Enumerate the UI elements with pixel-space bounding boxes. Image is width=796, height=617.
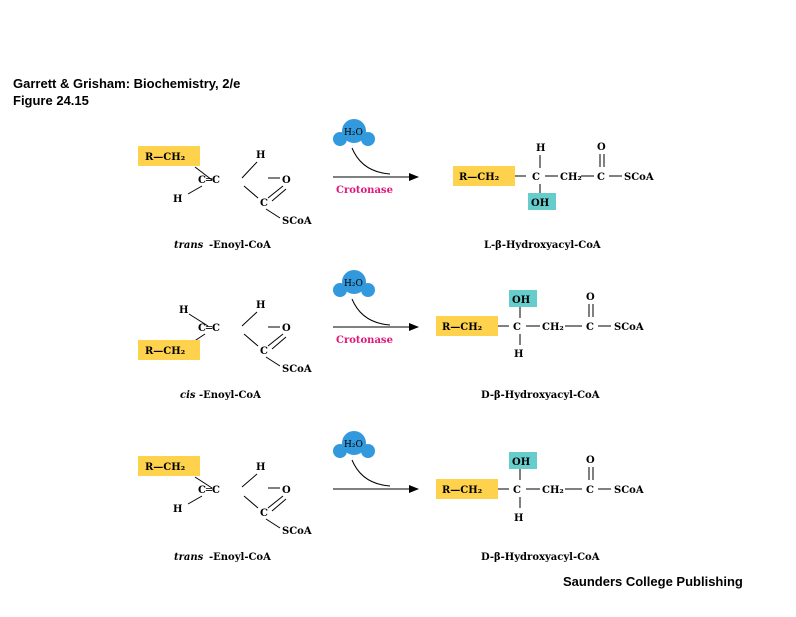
- r-group-highlight: [436, 479, 498, 499]
- substrate-3: R—CH₂ H C═C O H C SCoA trans -Enoyl-CoA: [138, 456, 312, 563]
- svg-text:OH: OH: [512, 457, 530, 468]
- svg-text:SCoA: SCoA: [624, 172, 654, 183]
- svg-text:C: C: [513, 485, 521, 496]
- svg-text:C: C: [260, 346, 268, 357]
- svg-text:C═C: C═C: [198, 485, 220, 496]
- r-ch2-label: R—CH₂: [145, 152, 185, 163]
- svg-text:H: H: [173, 194, 182, 205]
- svg-text:H: H: [179, 305, 188, 316]
- svg-text:C: C: [597, 172, 605, 183]
- svg-text:-Enoyl-CoA: -Enoyl-CoA: [209, 240, 271, 251]
- svg-text:OH: OH: [512, 295, 530, 306]
- svg-text:H: H: [173, 504, 182, 515]
- svg-text:-Enoyl-CoA: -Enoyl-CoA: [209, 552, 271, 563]
- substrate-1: R—CH₂ H C═C O H C SCoA trans -Enoyl-CoA: [138, 146, 312, 251]
- figure-number: Figure 24.15: [13, 93, 89, 108]
- svg-text:C═C: C═C: [198, 323, 220, 334]
- double-bond-label: C═C: [198, 175, 220, 186]
- publisher-credit: Saunders College Publishing: [563, 574, 743, 589]
- r-group-highlight: [138, 340, 200, 360]
- svg-text:C: C: [260, 508, 268, 519]
- product-2: OH R—CH₂ C CH₂ C O SCoA H D-β-Hydroxyacy…: [436, 290, 644, 401]
- svg-text:CH₂: CH₂: [560, 172, 582, 183]
- svg-text:trans: trans: [174, 552, 204, 563]
- enzyme-label: Crotonase: [336, 335, 393, 346]
- water-curve-arrow: [351, 147, 391, 175]
- svg-text:OH: OH: [531, 198, 549, 209]
- svg-text:R—CH₂: R—CH₂: [442, 322, 482, 333]
- svg-text:CH₂: CH₂: [542, 322, 564, 333]
- svg-text:O: O: [282, 175, 291, 186]
- svg-text:O: O: [282, 485, 291, 496]
- reaction-1: R—CH₂ H C═C O H C SCoA trans -Enoyl-CoA …: [138, 119, 654, 251]
- svg-text:H: H: [256, 462, 265, 473]
- r-group-highlight: [453, 166, 515, 186]
- svg-text:C: C: [532, 172, 540, 183]
- svg-text:O: O: [586, 455, 595, 466]
- oh-highlight: [509, 452, 537, 469]
- svg-text:R—CH₂: R—CH₂: [442, 485, 482, 496]
- water-curve-arrow: [351, 459, 391, 487]
- product-3: OH R—CH₂ C CH₂ C O SCoA H D-β-Hydroxyacy…: [436, 452, 644, 563]
- svg-text:-Enoyl-CoA: -Enoyl-CoA: [199, 390, 261, 401]
- water-molecule: H₂O: [333, 119, 375, 146]
- svg-text:CH₂: CH₂: [542, 485, 564, 496]
- oh-highlight: [528, 193, 556, 210]
- water-molecule: H₂O: [333, 270, 375, 297]
- svg-text:trans: trans: [174, 240, 204, 251]
- svg-text:C: C: [513, 322, 521, 333]
- svg-text:H₂O: H₂O: [344, 128, 363, 138]
- r-group-highlight: [138, 146, 200, 166]
- oh-highlight: [509, 290, 537, 307]
- svg-text:SCoA: SCoA: [614, 322, 644, 333]
- svg-text:SCoA: SCoA: [282, 216, 312, 227]
- svg-text:H: H: [256, 150, 265, 161]
- svg-text:O: O: [282, 323, 291, 334]
- svg-text:H₂O: H₂O: [344, 440, 363, 450]
- svg-text:R—CH₂: R—CH₂: [145, 346, 185, 357]
- svg-text:H: H: [514, 513, 523, 524]
- product-name: D-β-Hydroxyacyl-CoA: [481, 552, 600, 563]
- water-curve-arrow: [351, 298, 391, 326]
- svg-text:H₂O: H₂O: [344, 279, 363, 289]
- enzyme-label: Crotonase: [336, 185, 393, 196]
- product-name: L-β-Hydroxyacyl-CoA: [484, 240, 601, 251]
- reaction-3: R—CH₂ H C═C O H C SCoA trans -Enoyl-CoA …: [138, 431, 644, 563]
- r-group-highlight: [138, 456, 200, 476]
- figure-source-line: Garrett & Grisham: Biochemistry, 2/e: [13, 76, 241, 91]
- svg-text:R—CH₂: R—CH₂: [145, 462, 185, 473]
- reaction-2: H H C═C O R—CH₂ C SCoA cis -Enoyl-CoA H₂…: [138, 270, 644, 401]
- svg-text:C: C: [586, 485, 594, 496]
- svg-text:SCoA: SCoA: [282, 526, 312, 537]
- svg-text:R—CH₂: R—CH₂: [459, 172, 499, 183]
- r-group-highlight: [436, 316, 498, 336]
- water-molecule: H₂O: [333, 431, 375, 458]
- substrate-2: H H C═C O R—CH₂ C SCoA cis -Enoyl-CoA: [138, 300, 312, 401]
- svg-text:H: H: [256, 300, 265, 311]
- svg-text:H: H: [536, 143, 545, 154]
- svg-text:C: C: [586, 322, 594, 333]
- svg-text:H: H: [514, 349, 523, 360]
- svg-text:O: O: [597, 142, 606, 153]
- svg-text:SCoA: SCoA: [282, 364, 312, 375]
- svg-text:C: C: [260, 198, 268, 209]
- svg-text:O: O: [586, 292, 595, 303]
- product-1: R—CH₂ H C CH₂ C O SCoA OH L-β-Hydroxyacy…: [453, 142, 654, 251]
- svg-text:SCoA: SCoA: [614, 485, 644, 496]
- svg-text:cis: cis: [180, 390, 196, 401]
- product-name: D-β-Hydroxyacyl-CoA: [481, 390, 600, 401]
